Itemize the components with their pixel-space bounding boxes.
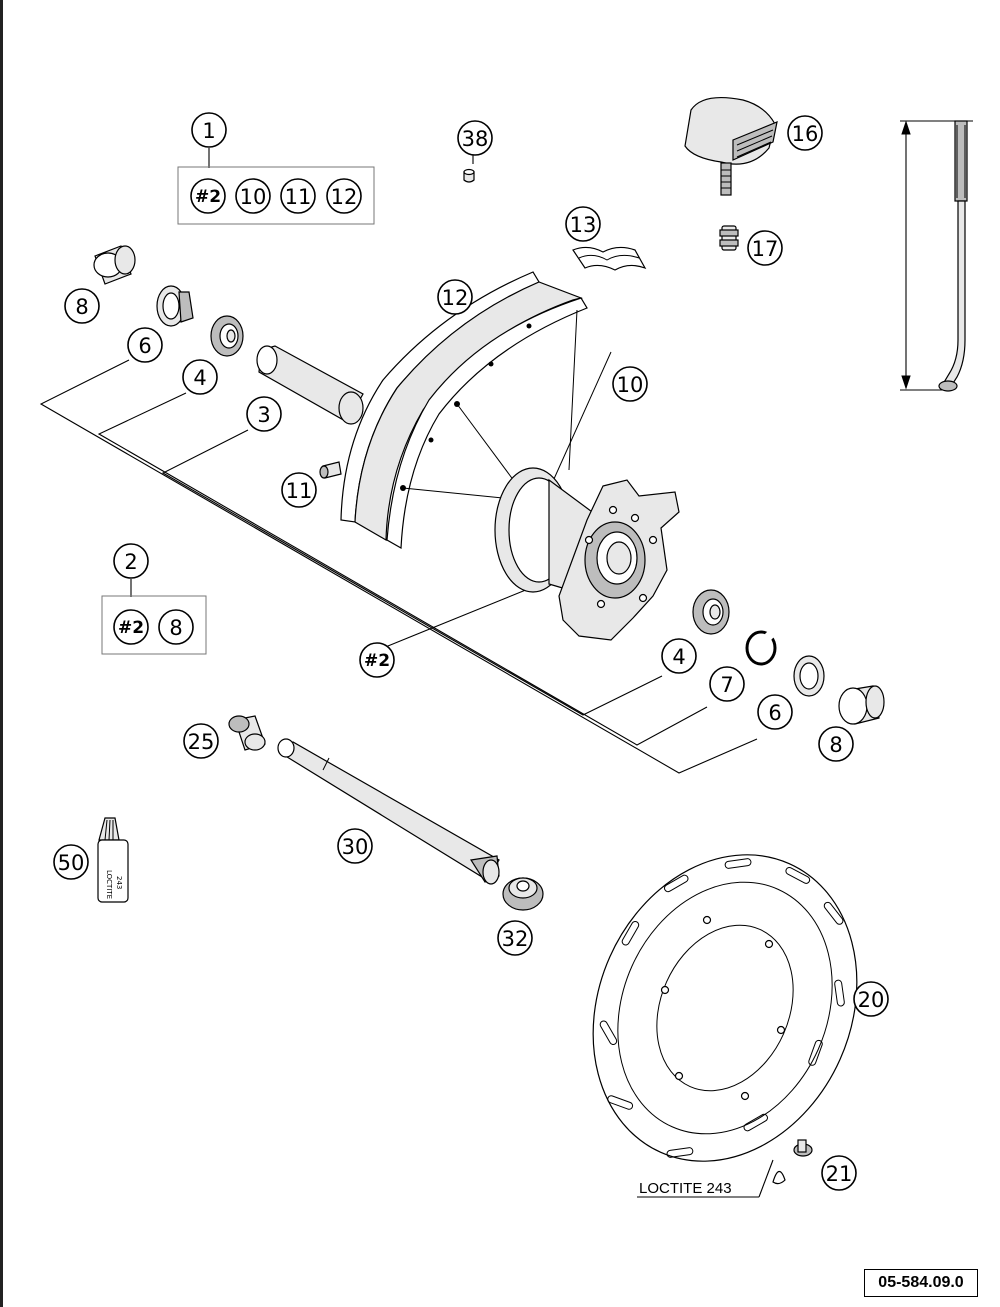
svg-text:10: 10: [617, 373, 644, 397]
svg-text:50: 50: [58, 851, 85, 875]
svg-text:8: 8: [75, 295, 88, 319]
callout-7[interactable]: 7: [709, 666, 745, 702]
svg-text:1: 1: [202, 119, 215, 143]
svg-text:7: 7: [720, 673, 733, 697]
svg-text:#2: #2: [118, 618, 144, 638]
svg-text:11: 11: [286, 479, 313, 503]
callout-38[interactable]: 38: [457, 120, 493, 156]
svg-text:6: 6: [768, 701, 781, 725]
part-4-lower-bearing[interactable]: [692, 589, 730, 635]
kit-1-box: [177, 166, 375, 225]
svg-text:11: 11: [285, 185, 312, 209]
svg-text:8: 8: [169, 616, 182, 640]
part-16-valve-cap[interactable]: [684, 97, 778, 196]
svg-text:17: 17: [752, 237, 779, 261]
kit-2-box: [101, 595, 207, 655]
callout-30[interactable]: 30: [337, 828, 373, 864]
svg-text:8: 8: [829, 733, 842, 757]
svg-text:12: 12: [331, 185, 358, 209]
svg-text:6: 6: [138, 334, 151, 358]
leader-lines: [39, 138, 774, 1198]
callout-32[interactable]: 32: [497, 920, 533, 956]
part-25-axle-nut[interactable]: [228, 715, 266, 751]
svg-text:12: 12: [442, 286, 469, 310]
svg-text:#2: #2: [195, 187, 221, 207]
kit-2-item-hub[interactable]: #2: [113, 609, 149, 645]
svg-text:4: 4: [193, 366, 206, 390]
part-50-loctite-bottle[interactable]: LOCTITE 243: [97, 817, 129, 903]
svg-text:3: 3: [257, 403, 270, 427]
part-30-axle[interactable]: [277, 738, 500, 885]
spoke-detail[interactable]: [900, 120, 973, 392]
svg-text:30: 30: [342, 835, 369, 859]
svg-text:20: 20: [858, 988, 885, 1012]
part-20-brake-disc[interactable]: [546, 812, 905, 1203]
part-13-rim-tape[interactable]: [572, 246, 647, 271]
callout-20[interactable]: 20: [853, 981, 889, 1017]
svg-text:#2: #2: [364, 651, 390, 671]
callout-8-upper[interactable]: 8: [64, 288, 100, 324]
part-3-spacer-sleeve[interactable]: [256, 345, 364, 425]
bottle-label-line2: 243: [115, 876, 123, 889]
loctite-243-label: LOCTITE 243: [639, 1180, 732, 1197]
kit-1-item-hub[interactable]: #2: [190, 178, 226, 214]
svg-text:16: 16: [792, 122, 819, 146]
callout-hub[interactable]: #2: [359, 642, 395, 678]
kit-1-item-11[interactable]: 11: [280, 178, 316, 214]
part-6-upper-spacer[interactable]: [156, 285, 194, 327]
callout-kit-1[interactable]: 1: [191, 112, 227, 148]
kit-2-group: 2 #2 8: [101, 543, 207, 655]
svg-text:38: 38: [462, 127, 489, 151]
callout-4-lower[interactable]: 4: [661, 638, 697, 674]
callout-25[interactable]: 25: [183, 723, 219, 759]
callout-13[interactable]: 13: [565, 206, 601, 242]
callout-50[interactable]: 50: [53, 844, 89, 880]
callout-16[interactable]: 16: [787, 115, 823, 151]
svg-text:32: 32: [502, 927, 529, 951]
part-38-cap[interactable]: [463, 168, 475, 183]
part-32-nut[interactable]: [502, 877, 544, 911]
svg-text:25: 25: [188, 730, 215, 754]
svg-text:2: 2: [124, 550, 137, 574]
diagram-canvas: 1 #2 10 11 12 2 #2 8: [39, 97, 973, 1203]
part-11-nipple[interactable]: [319, 461, 342, 479]
callout-12[interactable]: 12: [437, 279, 473, 315]
hub-assembly[interactable]: [494, 467, 680, 641]
part-12-rim[interactable]: [340, 271, 588, 550]
svg-text:10: 10: [240, 185, 267, 209]
callout-6-upper[interactable]: 6: [127, 327, 163, 363]
part-4-upper-bearing[interactable]: [210, 315, 244, 357]
part-21-screw[interactable]: [772, 1139, 813, 1185]
kit-1-item-12[interactable]: 12: [326, 178, 362, 214]
bottle-label-line1: LOCTITE: [105, 870, 113, 899]
svg-text:13: 13: [570, 213, 597, 237]
callout-10[interactable]: 10: [612, 366, 648, 402]
part-7-circlip[interactable]: [745, 629, 777, 666]
kit-1-item-10[interactable]: 10: [235, 178, 271, 214]
callout-11[interactable]: 11: [281, 472, 317, 508]
callout-4-upper[interactable]: 4: [182, 359, 218, 395]
callout-8-lower[interactable]: 8: [818, 726, 854, 762]
callout-21[interactable]: 21: [821, 1155, 857, 1191]
kit-1-group: 1 #2 10 11 12: [177, 112, 375, 225]
callout-17[interactable]: 17: [747, 230, 783, 266]
part-8-lower-seal[interactable]: [838, 685, 885, 725]
document-number: 05-584.09.0: [864, 1269, 978, 1297]
svg-text:4: 4: [672, 645, 685, 669]
callout-6-lower[interactable]: 6: [757, 694, 793, 730]
part-8-upper-seal[interactable]: [93, 245, 136, 285]
callout-kit-2[interactable]: 2: [113, 543, 149, 579]
part-6-lower-spacer[interactable]: [793, 655, 825, 697]
part-17-valve-nut[interactable]: [719, 225, 739, 251]
callout-3[interactable]: 3: [246, 396, 282, 432]
svg-text:21: 21: [826, 1162, 853, 1186]
kit-2-item-8[interactable]: 8: [158, 609, 194, 645]
